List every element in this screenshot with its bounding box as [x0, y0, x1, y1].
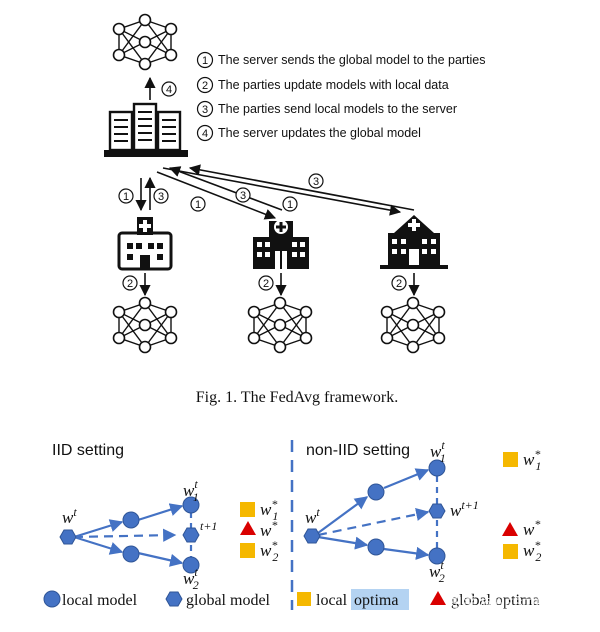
- svg-text:3: 3: [158, 191, 164, 203]
- svg-text:4: 4: [166, 84, 172, 96]
- step-3: 3 The parties send local models to the s…: [196, 100, 457, 118]
- iid-local-model-w1: [182, 496, 200, 514]
- party3-download-arrow: [162, 167, 402, 216]
- iid-global-optima: [240, 521, 256, 535]
- step-4: 4 The server updates the global model: [196, 124, 421, 142]
- svg-text:wt: wt: [62, 505, 77, 527]
- server-neural-network-icon: [112, 13, 178, 71]
- svg-text:2: 2: [263, 278, 269, 290]
- svg-text:1: 1: [287, 199, 293, 211]
- noniid-local-model-w1: [428, 459, 446, 477]
- svg-text:wt+1: wt+1: [450, 498, 479, 520]
- noniid-local-model-w2: [428, 547, 446, 565]
- party2-hospital-icon: [253, 220, 309, 269]
- svg-text:The server sends the global mo: The server sends the global model to the…: [218, 53, 486, 67]
- iid-local-model-w2: [182, 556, 200, 574]
- svg-text:w*2: w*2: [523, 538, 541, 564]
- svg-text:3: 3: [240, 190, 246, 202]
- step-2: 2 The parties update models with local d…: [196, 76, 449, 94]
- iid-global-model-wt: [59, 529, 77, 545]
- legend: local model global model local optima gl…: [43, 589, 539, 610]
- svg-text:w*1: w*1: [523, 447, 541, 473]
- watermark: 知乎 @HESTIRE: [448, 595, 555, 611]
- svg-text:optima: optima: [354, 592, 398, 609]
- arrow-label-p1-local: 2: [122, 275, 138, 291]
- arrow-label-p3-down: 1: [282, 196, 298, 212]
- optima-highlight: [351, 589, 409, 610]
- svg-text:global optima: global optima: [451, 592, 539, 609]
- svg-text:2: 2: [127, 278, 133, 290]
- step-1: 1 The server sends the global model to t…: [196, 51, 486, 69]
- noniid-local-model-a: [367, 483, 385, 501]
- noniid-global-model-wt1: [428, 503, 446, 519]
- arrow-label-p2-up: 3: [235, 187, 251, 203]
- legend-global-model-icon: [165, 591, 183, 607]
- party2-upload-arrow: [168, 166, 283, 211]
- figure-caption: Fig. 1. The FedAvg framework.: [196, 389, 398, 406]
- arrow-label-p2-local: 2: [258, 275, 274, 291]
- svg-text:wt1: wt1: [183, 477, 199, 504]
- iid-local-model-a: [122, 511, 140, 529]
- arrow-label-p3-up: 3: [308, 173, 324, 189]
- arrow-label-p2-down: 1: [190, 196, 206, 212]
- svg-text:The parties update models with: The parties update models with local dat…: [218, 78, 449, 92]
- svg-text:3: 3: [313, 176, 319, 188]
- svg-text:wt1: wt1: [430, 438, 446, 465]
- noniid-global-model-wt: [303, 528, 321, 544]
- svg-text:The server updates the global: The server updates the global model: [218, 126, 421, 140]
- noniid-local-model-b: [367, 538, 385, 556]
- svg-text:w*: w*: [260, 518, 277, 540]
- party2-neural-network-icon: [247, 296, 313, 354]
- party1-hospital-icon: [117, 215, 173, 271]
- noniid-global-optima: [502, 522, 518, 536]
- legend-global-optima-icon: [430, 591, 446, 605]
- party3-neural-network-icon: [380, 296, 446, 354]
- svg-text:wt2: wt2: [183, 565, 199, 592]
- svg-text:w*1: w*1: [260, 497, 278, 523]
- svg-text:1: 1: [123, 191, 129, 203]
- arrow-label-p1-up: 3: [153, 188, 169, 204]
- svg-text:local: local: [316, 592, 348, 609]
- steps-list: 1 The server sends the global model to t…: [196, 51, 486, 142]
- party3-hospital-icon: [380, 215, 448, 269]
- party2-download-arrow: [156, 171, 277, 220]
- arrow-label-p1-down: 1: [118, 188, 134, 204]
- svg-text:2: 2: [396, 278, 402, 290]
- svg-text:The parties send local models: The parties send local models to the ser…: [218, 102, 457, 116]
- svg-text:w*2: w*2: [260, 538, 278, 564]
- svg-text:wt: wt: [305, 505, 320, 527]
- svg-text:w*: w*: [523, 517, 540, 539]
- party3-upload-arrow: [188, 164, 415, 211]
- iid-local-optima-2: [240, 543, 255, 558]
- iid-local-optima-1: [240, 502, 255, 517]
- iid-global-model-wt1: [182, 527, 200, 543]
- svg-text:1: 1: [195, 199, 201, 211]
- svg-text:local model: local model: [62, 592, 138, 609]
- svg-text:global model: global model: [186, 592, 271, 609]
- legend-local-optima-icon: [297, 592, 311, 606]
- noniid-setting-title: non-IID setting: [306, 442, 410, 459]
- party1-neural-network-icon: [112, 296, 178, 354]
- svg-text:t+1: t+1: [200, 519, 217, 533]
- server-icon: [104, 102, 188, 157]
- arrow-label-server-up: 4: [161, 81, 177, 97]
- svg-text:4: 4: [202, 128, 208, 140]
- iid-local-model-b: [122, 545, 140, 563]
- noniid-local-optima-2: [503, 544, 518, 559]
- arrow-label-p3-local: 2: [391, 275, 407, 291]
- svg-text:wt2: wt2: [429, 558, 445, 585]
- legend-local-model-icon: [43, 590, 61, 608]
- noniid-local-optima-1: [503, 452, 518, 467]
- svg-text:3: 3: [202, 104, 208, 116]
- iid-setting-title: IID setting: [52, 442, 124, 459]
- svg-text:2: 2: [202, 80, 208, 92]
- svg-text:1: 1: [202, 55, 208, 67]
